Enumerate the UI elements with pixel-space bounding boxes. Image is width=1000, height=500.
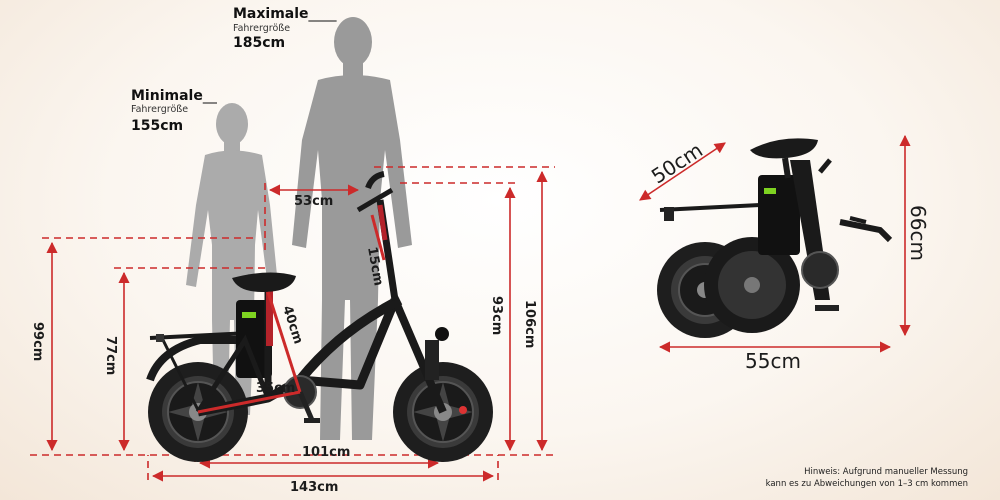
- max-rider-title: Maximale____: [233, 6, 337, 22]
- battery: [236, 300, 272, 378]
- child-silhouette: [186, 103, 278, 415]
- note-line-1: Hinweis: Aufgrund manueller Messung: [804, 467, 968, 477]
- length-label: 143cm: [290, 480, 339, 495]
- dimension-arrows: [46, 134, 911, 482]
- note-line-2: kann es zu Abweichungen von 1–3 cm komme…: [765, 479, 968, 489]
- min-handlebar-height-label: 93cm: [489, 296, 504, 336]
- folded-length-label: 55cm: [745, 349, 801, 373]
- ebike-unfolded: [146, 171, 493, 462]
- measurement-note: Hinweis: Aufgrund manueller Messung kann…: [766, 466, 968, 490]
- max-handlebar-height-label: 106cm: [522, 300, 537, 349]
- ebike-folded: [657, 138, 893, 338]
- top-tube-label: 35cm: [256, 381, 296, 396]
- min-seat-height-label: 77cm: [103, 336, 118, 376]
- min-rider-height: 155cm: [131, 118, 184, 134]
- saddle: [232, 272, 296, 292]
- wheelbase-label: 101cm: [302, 445, 351, 460]
- max-rider-height: 185cm: [233, 35, 286, 51]
- max-seat-height-label: 99cm: [30, 322, 45, 362]
- reach-label: 53cm: [294, 194, 334, 209]
- folded-height-label: 66cm: [906, 205, 930, 261]
- folded-depth-arrow: [639, 142, 726, 201]
- max-rider-subtitle: Fahrergröße: [233, 23, 291, 34]
- min-rider-title: Minimale__: [131, 88, 217, 104]
- min-rider-subtitle: Fahrergröße: [131, 104, 189, 115]
